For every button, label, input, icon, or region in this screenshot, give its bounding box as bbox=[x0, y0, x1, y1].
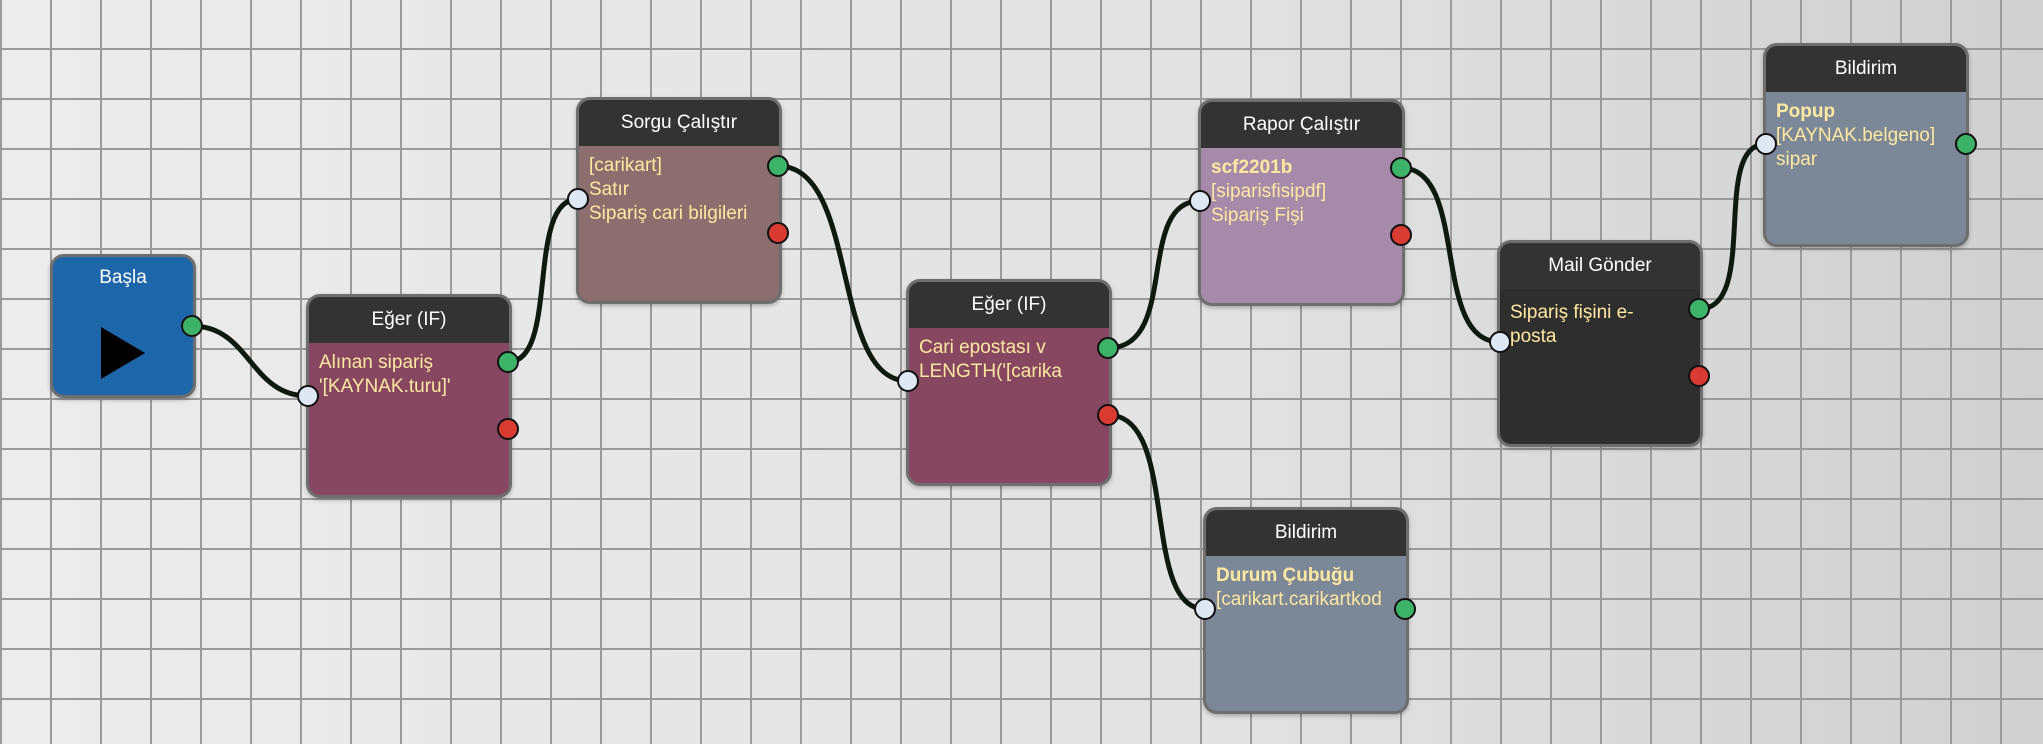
notify-node-top-title: Bildirim bbox=[1766, 46, 1966, 92]
mail-node-body: Sipariş fişini e- posta bbox=[1500, 289, 1700, 357]
report-node-body: scf2201b [siparisfisipdf] Sipariş Fişi bbox=[1201, 148, 1402, 236]
if-node-2-title: Eğer (IF) bbox=[909, 282, 1109, 328]
query-node-error-port[interactable] bbox=[767, 222, 789, 244]
mail-node[interactable]: Mail Gönder Sipariş fişini e- posta bbox=[1497, 240, 1703, 447]
if-node-1-line: Alınan sipariş bbox=[319, 352, 434, 373]
notify-node-bottom[interactable]: Bildirim Durum Çubuğu [carikart.carikart… bbox=[1203, 507, 1409, 714]
play-icon[interactable] bbox=[101, 327, 145, 379]
notify-node-top[interactable]: Bildirim Popup [KAYNAK.belgeno] sipar bbox=[1763, 43, 1969, 247]
notify-node-bottom-output-port[interactable] bbox=[1394, 598, 1416, 620]
start-output-port[interactable] bbox=[181, 315, 203, 337]
notify-node-bottom-type: Durum Çubuğu bbox=[1216, 565, 1355, 586]
if-node-1-line: '[KAYNAK.turu]' bbox=[319, 376, 451, 397]
mail-node-line: Sipariş fişini e- bbox=[1510, 302, 1634, 323]
if-node-1-true-port[interactable] bbox=[497, 351, 519, 373]
mail-node-line: posta bbox=[1510, 326, 1557, 347]
if-node-1-body: Alınan sipariş '[KAYNAK.turu]' bbox=[309, 343, 509, 407]
query-node-line: [carikart] bbox=[589, 155, 662, 176]
if-node-2-line: LENGTH('[carika bbox=[919, 361, 1062, 382]
mail-node-success-port[interactable] bbox=[1688, 298, 1710, 320]
connection-if1-to-query[interactable] bbox=[507, 196, 579, 365]
notify-node-bottom-input-port[interactable] bbox=[1194, 598, 1216, 620]
query-node-success-port[interactable] bbox=[767, 155, 789, 177]
if-node-2-body: Cari epostası v LENGTH('[carika bbox=[909, 328, 1109, 392]
query-node-input-port[interactable] bbox=[567, 188, 589, 210]
if-node-2-line: Cari epostası v bbox=[919, 337, 1046, 358]
connection-if2-to-notify-bottom[interactable] bbox=[1107, 412, 1206, 612]
report-node-title: Rapor Çalıştır bbox=[1201, 102, 1402, 148]
query-node-line: Satır bbox=[589, 179, 630, 200]
query-node-body: [carikart] Satır Sipariş cari bilgileri bbox=[579, 146, 779, 234]
notify-node-bottom-body: Durum Çubuğu [carikart.carikartkod bbox=[1206, 556, 1406, 620]
report-node-input-port[interactable] bbox=[1189, 190, 1211, 212]
mail-node-input-port[interactable] bbox=[1489, 331, 1511, 353]
notify-node-top-output-port[interactable] bbox=[1955, 133, 1977, 155]
connection-report-to-mail[interactable] bbox=[1400, 165, 1501, 345]
connection-if2-to-report[interactable] bbox=[1107, 198, 1201, 351]
query-node-line: Sipariş cari bilgileri bbox=[589, 203, 748, 224]
query-node-title: Sorgu Çalıştır bbox=[579, 100, 779, 146]
notify-node-bottom-line: [carikart.carikartkod bbox=[1216, 589, 1382, 610]
report-node-name: scf2201b bbox=[1211, 157, 1293, 178]
if-node-1-false-port[interactable] bbox=[497, 418, 519, 440]
if-node-1-input-port[interactable] bbox=[297, 385, 319, 407]
if-node-2-input-port[interactable] bbox=[897, 370, 919, 392]
report-node-error-port[interactable] bbox=[1390, 224, 1412, 246]
notify-node-top-line: [KAYNAK.belgeno] bbox=[1776, 125, 1936, 146]
notify-node-top-type: Popup bbox=[1776, 101, 1836, 122]
report-node-success-port[interactable] bbox=[1390, 157, 1412, 179]
start-node-title: Başla bbox=[99, 267, 147, 288]
report-node[interactable]: Rapor Çalıştır scf2201b [siparisfisipdf]… bbox=[1198, 99, 1405, 306]
if-node-1[interactable]: Eğer (IF) Alınan sipariş '[KAYNAK.turu]' bbox=[306, 294, 512, 498]
start-node[interactable]: Başla bbox=[50, 254, 196, 398]
notify-node-top-line: sipar bbox=[1776, 149, 1818, 170]
query-node[interactable]: Sorgu Çalıştır [carikart] Satır Sipariş … bbox=[576, 97, 782, 304]
if-node-1-title: Eğer (IF) bbox=[309, 297, 509, 343]
notify-node-top-input-port[interactable] bbox=[1755, 133, 1777, 155]
connection-start-to-if1[interactable] bbox=[191, 323, 309, 399]
connection-mail-to-notify-top[interactable] bbox=[1698, 141, 1767, 312]
notify-node-top-body: Popup [KAYNAK.belgeno] sipar bbox=[1766, 92, 1966, 180]
mail-node-error-port[interactable] bbox=[1688, 365, 1710, 387]
report-node-line: Sipariş Fişi bbox=[1211, 205, 1304, 226]
mail-node-title: Mail Gönder bbox=[1500, 243, 1700, 289]
report-node-line: [siparisfisipdf] bbox=[1211, 181, 1327, 202]
if-node-2-false-port[interactable] bbox=[1097, 404, 1119, 426]
if-node-2[interactable]: Eğer (IF) Cari epostası v LENGTH('[carik… bbox=[906, 279, 1112, 486]
if-node-2-true-port[interactable] bbox=[1097, 337, 1119, 359]
connection-query-to-if2[interactable] bbox=[777, 163, 909, 384]
notify-node-bottom-title: Bildirim bbox=[1206, 510, 1406, 556]
